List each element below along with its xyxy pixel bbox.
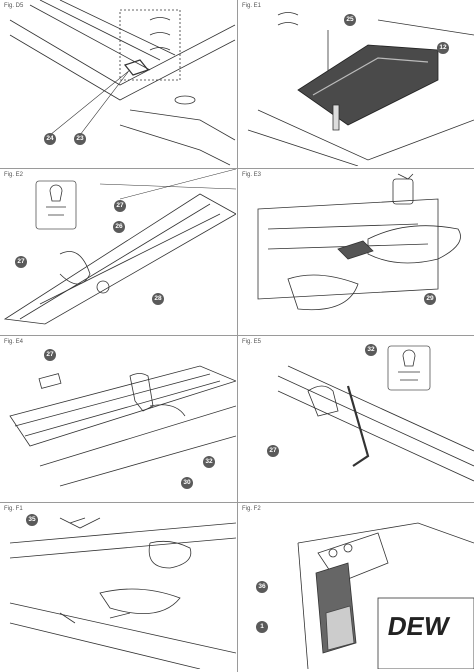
- figure-e5: Fig. E5 32 27: [238, 336, 474, 502]
- figure-label: Fig. E4: [4, 339, 24, 345]
- callout-29: 29: [424, 293, 436, 305]
- illustration-e1: [247, 12, 474, 166]
- figure-label: Fig. F2: [242, 506, 261, 512]
- callout-32: 32: [203, 456, 215, 468]
- figure-label: Fig. F1: [4, 506, 23, 512]
- callout-30: 30: [181, 477, 193, 489]
- callout-26: 26: [113, 221, 125, 233]
- illustration-f2: [297, 522, 474, 669]
- callout-25: 25: [344, 14, 356, 26]
- callout-27: 27: [44, 349, 56, 361]
- callout-32: 32: [365, 344, 377, 356]
- illustration-f1: [9, 517, 236, 669]
- callout-24: 24: [44, 133, 56, 145]
- callout-23: 23: [74, 133, 86, 145]
- callout-28: 28: [152, 293, 164, 305]
- figure-label: Fig. E5: [242, 339, 262, 345]
- illustration-e2: [3, 169, 236, 325]
- callout-12: 12: [437, 42, 449, 54]
- column-divider: [237, 0, 238, 672]
- figure-label: Fig. E2: [4, 172, 24, 178]
- illustration-d5: [9, 0, 236, 166]
- figure-label: Fig. E3: [242, 172, 262, 178]
- illustration-e3: [257, 173, 461, 311]
- figure-e2: Fig. E2 27 26 27 28: [0, 169, 236, 335]
- figure-d5: Fig. D5 24 23: [0, 0, 236, 166]
- figure-f2: Fig. F2 DEW 36 1: [238, 503, 474, 669]
- callout-36: 36: [256, 581, 268, 593]
- figure-label: Fig. D5: [4, 3, 24, 9]
- callout-35: 35: [26, 514, 38, 526]
- figure-f1: Fig. F1 35: [0, 503, 236, 669]
- figure-e4: Fig. E4 27 32 30: [0, 336, 236, 502]
- figure-e3: Fig. E3 29: [238, 169, 474, 335]
- callout-27: 27: [267, 445, 279, 457]
- figure-label: Fig. E1: [242, 3, 262, 9]
- callout-1: 1: [256, 621, 268, 633]
- callout-27b: 27: [15, 256, 27, 268]
- brand-logo-fragment: DEW: [385, 611, 452, 641]
- callout-27: 27: [114, 200, 126, 212]
- figure-e1: Fig. E1 25 12: [238, 0, 474, 166]
- illustration-e4: [9, 365, 236, 487]
- illustration-e5: [277, 345, 474, 482]
